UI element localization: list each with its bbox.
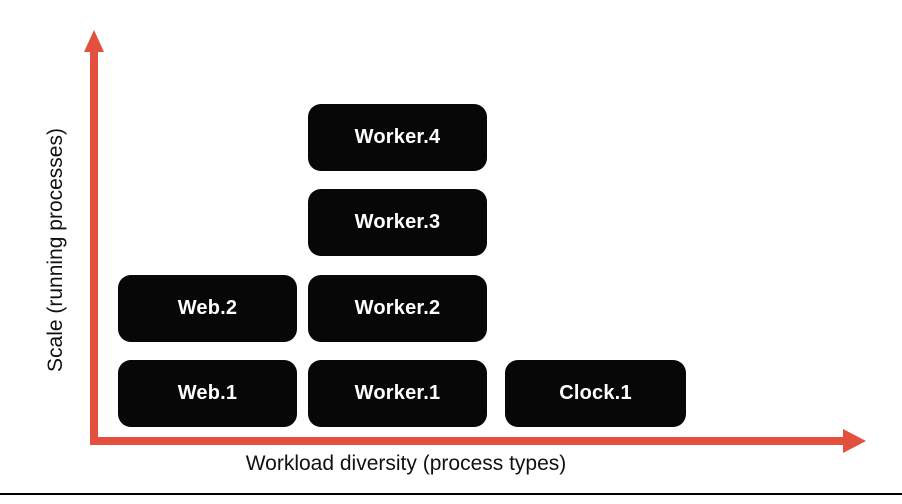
process-box-worker-1: Worker.1 — [308, 360, 487, 427]
y-axis-arrow — [84, 30, 104, 441]
y-axis-arrowhead-icon — [84, 30, 104, 52]
process-box-web-2: Web.2 — [118, 275, 297, 342]
x-axis-label: Workload diversity (process types) — [245, 452, 567, 475]
process-box-worker-2: Worker.2 — [308, 275, 487, 342]
y-axis-label: Scale (running processes) — [44, 128, 67, 372]
process-box-clock-1: Clock.1 — [505, 360, 686, 427]
process-box-worker-4: Worker.4 — [308, 104, 487, 171]
process-box-web-1: Web.1 — [118, 360, 297, 427]
process-box-worker-3: Worker.3 — [308, 189, 487, 256]
x-axis-arrowhead-icon — [843, 429, 866, 453]
bottom-rule — [0, 493, 902, 495]
x-axis-arrow — [90, 429, 866, 453]
